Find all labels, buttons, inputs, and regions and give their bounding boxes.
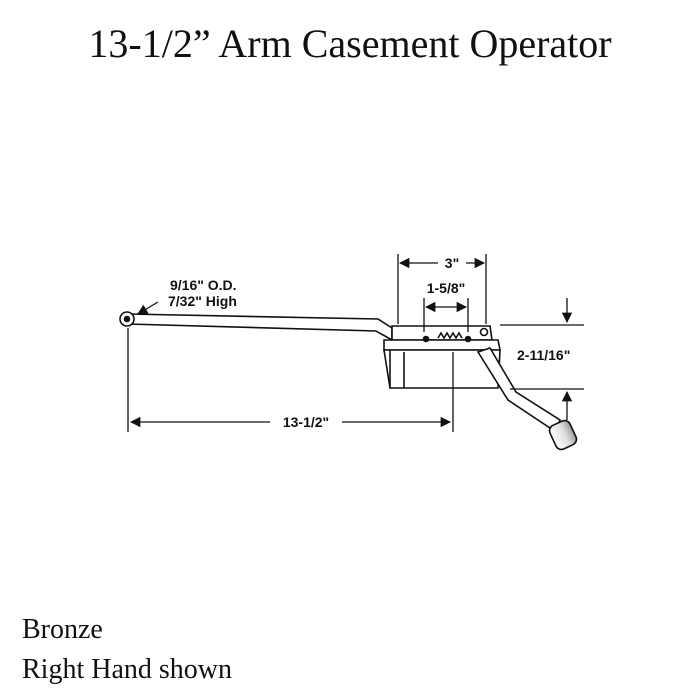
arm-length-label: 13-1/2" [283, 414, 329, 430]
hole-spacing-label: 1-5/8" [427, 280, 466, 296]
orientation-label: Right Hand shown [22, 654, 232, 685]
operator-arm [119, 311, 393, 342]
height-label: 2-11/16" [517, 347, 570, 363]
operator-housing [383, 325, 501, 389]
arm-od-label: 9/16" O.D. [170, 277, 237, 293]
overall-width-label: 3" [445, 255, 459, 271]
finish-label: Bronze [22, 614, 103, 645]
arm-height-label: 7/32" High [168, 293, 237, 309]
page-title: 13-1/2” Arm Casement Operator [88, 21, 612, 66]
dimension-lines [127, 254, 584, 432]
crank-handle [476, 347, 578, 451]
